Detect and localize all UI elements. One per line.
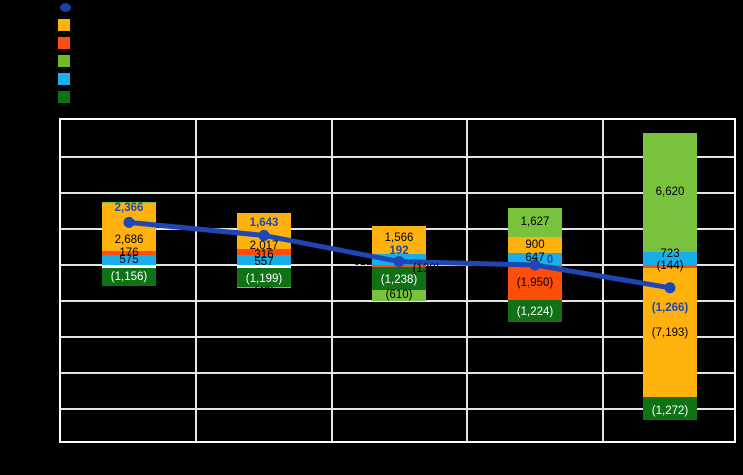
bar-segment-orange-red (643, 265, 697, 268)
line-label: (1,266) (651, 302, 689, 314)
bar-segment-amber (508, 237, 562, 254)
bar-segment-light-green (508, 207, 562, 238)
bar-segment-dark-green (643, 397, 697, 420)
bar-segment-light-green (643, 132, 697, 252)
bar-segment-cyan (508, 253, 562, 265)
bar-label: 2,686 (114, 234, 144, 246)
bar-label: (1,238) (380, 274, 418, 286)
h-gridline (61, 192, 734, 194)
bar-label: (1,156) (110, 271, 148, 283)
bar-label: (7,193) (651, 327, 689, 339)
v-gridline (195, 120, 198, 441)
line-label: 1,643 (249, 217, 279, 229)
bar-segment-light-green (372, 289, 426, 301)
bar-label: 176 (119, 247, 139, 259)
light-green-series-marker (58, 55, 70, 67)
bar-segment-amber (372, 225, 426, 254)
h-gridline (61, 408, 734, 410)
bar-label: 612 (353, 256, 373, 268)
line-point-marker (123, 216, 135, 228)
bar-label: 557 (254, 256, 274, 268)
bar-segment-cyan (643, 251, 697, 265)
net-line-chart (123, 216, 676, 294)
bar-label: (144) (656, 260, 684, 272)
line-point-marker (529, 259, 541, 271)
line-label: 192 (389, 245, 409, 257)
bar-label: 647 (525, 252, 545, 264)
bar-label: (1,950) (516, 277, 554, 289)
dark-green-series-marker (58, 91, 70, 103)
h-gridline (61, 372, 734, 374)
net-line-series-marker (60, 3, 71, 12)
bar-label: 723 (660, 248, 680, 260)
bar-segment-orange-red (237, 249, 291, 255)
bar-label: 575 (119, 254, 139, 266)
bar-label: 2,017 (249, 240, 279, 252)
h-gridline (61, 336, 734, 338)
v-gridline (466, 120, 469, 441)
bar-label: (1,199) (245, 273, 283, 285)
h-gridline (61, 300, 734, 302)
bar-segment-light-green (102, 201, 156, 204)
v-gridline (330, 120, 333, 441)
bar-segment-dark-green (102, 265, 156, 286)
bar-label: 900 (525, 239, 545, 251)
bar-label: 1,566 (384, 232, 414, 244)
bar-segment-orange-red (508, 265, 562, 301)
orange-red-series-marker (58, 37, 70, 49)
bar-segment-dark-green (508, 300, 562, 323)
bar-label: 316 (254, 249, 274, 261)
bar-label: 1,627 (520, 216, 550, 228)
cyan-series-marker (58, 73, 70, 85)
h-gridline (61, 156, 734, 158)
bar-label: (1,272) (651, 405, 689, 417)
bar-segment-orange-red (102, 251, 156, 255)
line-label: 2,366 (114, 202, 144, 214)
bar-label: (1,224) (516, 306, 554, 318)
bar-segment-dark-green (237, 265, 291, 287)
v-gridline (601, 120, 604, 441)
line-point-marker (258, 229, 270, 241)
amber-series-marker (58, 19, 70, 31)
bar-label: (48) (253, 286, 275, 298)
bar-segment-light-green (237, 286, 291, 289)
bar-label: (138) (412, 263, 440, 275)
bar-label: 85 (122, 182, 136, 194)
bar-label: (610) (385, 289, 413, 301)
line-label: 0 (546, 254, 554, 266)
baseline-gap (102, 265, 156, 268)
bar-label: 6,620 (655, 186, 685, 198)
bar-segment-dark-green (372, 267, 426, 290)
baseline-gap (237, 265, 291, 268)
line-point-marker (664, 282, 676, 294)
bar-segment-cyan (237, 254, 291, 265)
bar-segment-cyan (102, 254, 156, 265)
line-point-marker (393, 256, 405, 268)
plot-area: 2,686 2,017 1,566 900 (7,193) 176 316 (138) (1,9… (59, 118, 736, 443)
